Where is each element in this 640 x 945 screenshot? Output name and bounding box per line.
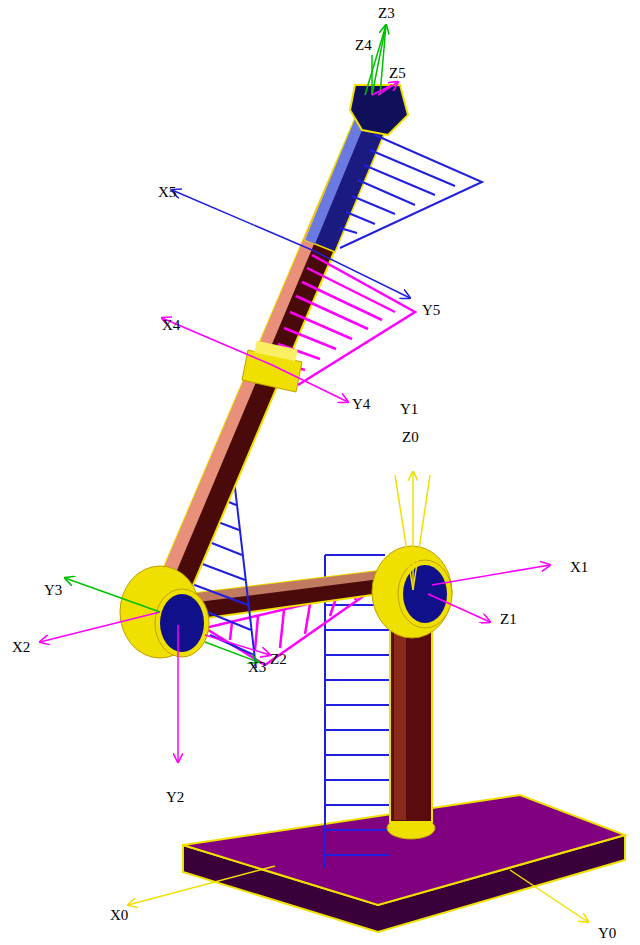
axis-label: Z4 [355, 38, 372, 53]
axis-label: X5 [158, 185, 176, 200]
axis-label: X1 [570, 560, 588, 575]
axis-label: Z5 [389, 66, 406, 81]
axis-label: Y1 [400, 402, 418, 417]
axis-label: X4 [162, 318, 180, 333]
axis-label: X3 [248, 660, 266, 675]
axis-label: Y4 [352, 397, 370, 412]
axis-label: Y3 [44, 583, 62, 598]
axis-label: Z3 [378, 6, 395, 21]
axis-label: X2 [12, 640, 30, 655]
axis-label: Z2 [270, 652, 287, 667]
axis-label: Y2 [166, 790, 184, 805]
axis-label: Y5 [422, 303, 440, 318]
axis-label: Z0 [402, 430, 419, 445]
axis-label: Y0 [598, 926, 616, 941]
axis-label: Z1 [500, 612, 517, 627]
axis-label: X0 [110, 908, 128, 923]
